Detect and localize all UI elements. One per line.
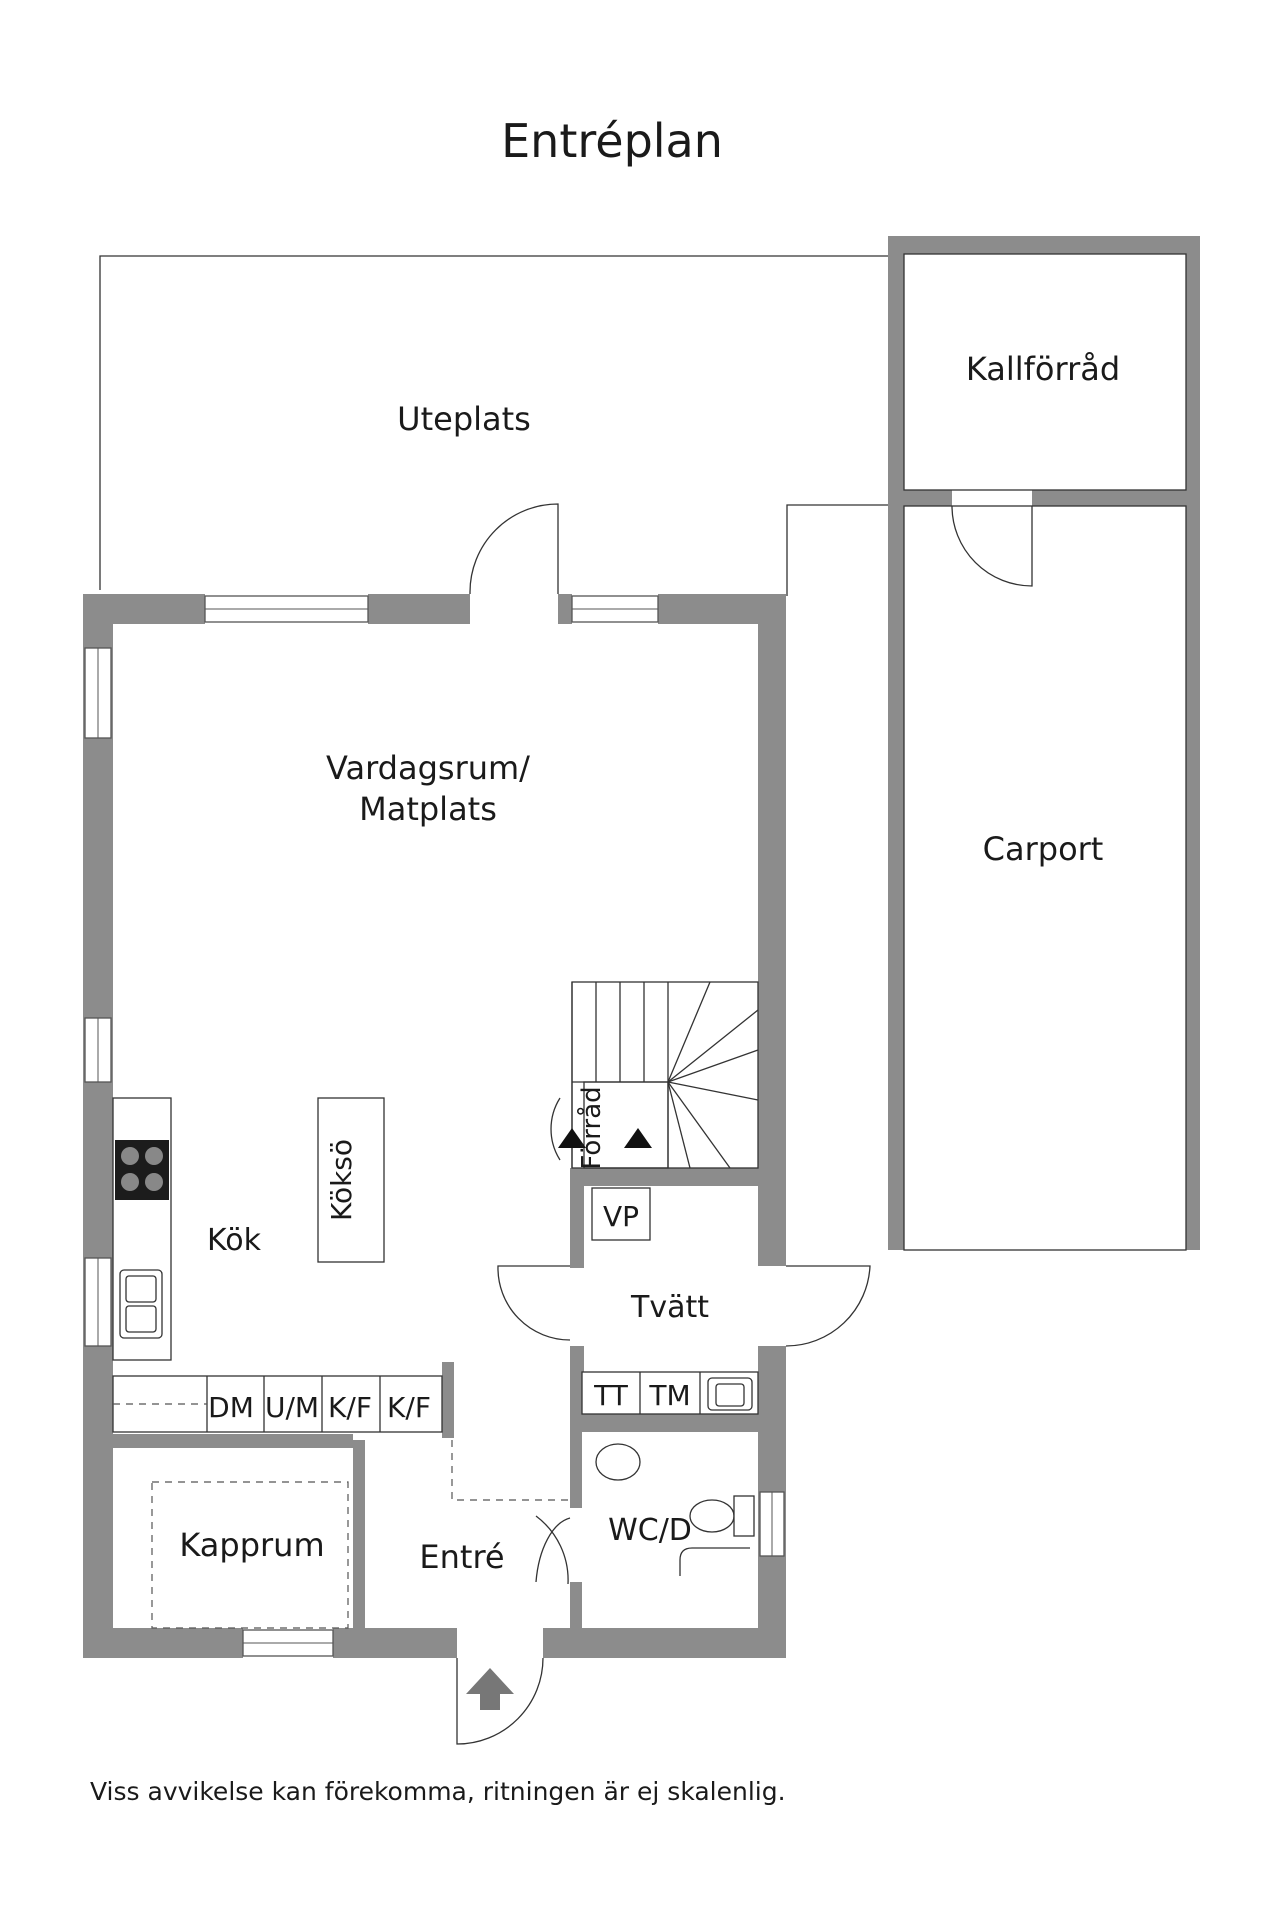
carport-front-outline <box>786 504 888 596</box>
bathroom-fixtures <box>595 1443 755 1576</box>
windows <box>84 595 785 1657</box>
label-dm: DM <box>208 1391 254 1424</box>
room-label-entre: Entré <box>419 1538 504 1576</box>
room-label-kapprum: Kapprum <box>179 1526 324 1564</box>
label-kf-1: K/F <box>328 1391 372 1424</box>
terrace-outline <box>99 255 888 590</box>
plan-title: Entréplan <box>501 114 723 168</box>
entrance-inner-door[interactable] <box>535 1515 569 1585</box>
interior-walls <box>113 1168 758 1642</box>
storage-closet <box>550 1081 669 1169</box>
room-label-tt: TT <box>593 1379 629 1412</box>
laundry-exterior-door[interactable] <box>785 1265 871 1347</box>
room-label-tm: TM <box>648 1379 690 1412</box>
room-label-kallforrad: Kallförråd <box>966 350 1120 388</box>
wardrobe-outline <box>151 1481 349 1629</box>
room-label-tvatt: Tvätt <box>630 1290 709 1325</box>
label-um: U/M <box>265 1391 319 1424</box>
label-koksö: Köksö <box>325 1139 358 1221</box>
cold-storage-room <box>903 253 1187 491</box>
room-label-uteplats: Uteplats <box>397 400 531 438</box>
room-label-carport: Carport <box>983 830 1104 868</box>
bathroom-door[interactable] <box>535 1517 571 1583</box>
front-door[interactable] <box>456 1657 544 1745</box>
entrance-arrow-icon <box>466 1668 514 1710</box>
room-label-forrad: Förråd <box>576 1086 607 1169</box>
heat-pump <box>591 1187 651 1241</box>
kitchen-counter <box>112 1097 443 1433</box>
label-kf-2: K/F <box>387 1391 431 1424</box>
cold-storage-door[interactable] <box>951 505 1033 587</box>
room-label-kok: Kök <box>207 1223 262 1258</box>
room-label-vardagsrum-1: Vardagsrum/ <box>326 749 530 787</box>
patio-door[interactable] <box>469 503 559 594</box>
kitchen-island <box>317 1097 385 1263</box>
entrance-mat-outline <box>451 1440 570 1501</box>
room-label-vardagsrum-2: Matplats <box>359 790 497 828</box>
laundry-door[interactable] <box>497 1265 571 1341</box>
room-label-wcd: WC/D <box>608 1513 692 1548</box>
exterior-walls <box>83 594 786 1658</box>
carport-room <box>903 505 1187 1251</box>
carport-walls <box>888 236 1200 1250</box>
laundry-appliances <box>581 1371 759 1415</box>
room-label-vp: VP <box>603 1200 639 1233</box>
footnote: Viss avvikelse kan förekomma, ritningen … <box>90 1777 786 1806</box>
